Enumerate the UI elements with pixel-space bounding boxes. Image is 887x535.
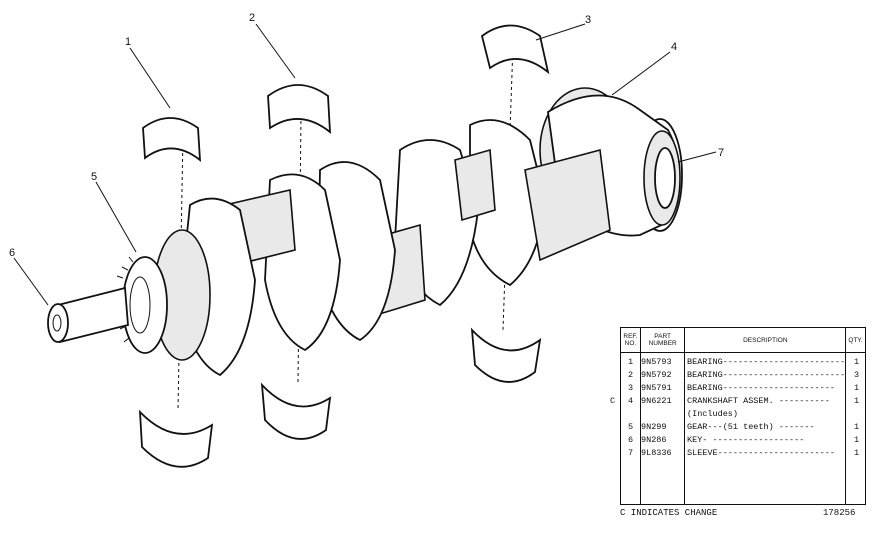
table-row: 7 9L8336 SLEEVE----------------------- 1	[621, 447, 865, 459]
callout-7: 7	[718, 147, 724, 159]
row-ref: 7	[627, 448, 634, 458]
bearing-1-upper	[142, 117, 202, 162]
row-part-number: 9N299	[641, 422, 667, 432]
callout-1: 1	[125, 36, 131, 48]
parts-list-table: REF. NO. PART NUMBER DESCRIPTION QTY. 1 …	[610, 327, 866, 505]
row-qty: 1	[853, 435, 860, 445]
row-ref: 4	[627, 396, 634, 406]
change-legend: C INDICATES CHANGE	[620, 508, 718, 518]
row-description: BEARING----------------------	[687, 383, 835, 393]
callout-2: 2	[249, 12, 255, 24]
row-qty: 1	[853, 448, 860, 458]
table-row: (Includes)	[621, 408, 865, 420]
bearing-2-upper	[267, 84, 332, 134]
leader-lines	[13, 23, 717, 306]
callout-6: 6	[9, 247, 15, 259]
table-row: C 4 9N6221 CRANKSHAFT ASSEM. ---------- …	[610, 395, 865, 407]
callout-labels: 1 2 3 4 5 6 7	[9, 12, 724, 259]
row-ref: 6	[627, 435, 634, 445]
callout-4: 4	[671, 41, 677, 53]
row-part-number: 9L8336	[641, 448, 672, 458]
row-part-number: 9N5791	[641, 383, 672, 393]
bearing-3-lower	[470, 327, 542, 383]
row-description: BEARING------------------------	[687, 370, 846, 380]
table-body: 1 9N5793 BEARING------------------------…	[610, 352, 865, 504]
row-ref: 3	[627, 383, 634, 393]
table-row: 2 9N5792 BEARING------------------------…	[621, 369, 865, 381]
row-qty: 1	[853, 383, 860, 393]
row-description: CRANKSHAFT ASSEM. ----------	[687, 396, 830, 406]
row-description: SLEEVE-----------------------	[687, 448, 835, 458]
row-ref: 2	[627, 370, 634, 380]
callout-5: 5	[91, 171, 97, 183]
header-qty: QTY.	[848, 336, 863, 344]
row-part-number: 9N6221	[641, 396, 672, 406]
key-and-stub-shaft	[47, 286, 129, 344]
row-description: (Includes)	[687, 409, 739, 419]
table-row: 6 9N286 KEY- ------------------ 1	[621, 434, 865, 446]
row-part-number: 9N5793	[641, 357, 672, 367]
row-qty: 1	[853, 396, 860, 406]
row-description: KEY- ------------------	[687, 435, 805, 445]
crankshaft	[47, 87, 683, 377]
table-header: REF. NO. PART NUMBER DESCRIPTION QTY.	[621, 328, 865, 353]
row-description: BEARING------------------------	[687, 357, 846, 367]
row-part-number: 9N5792	[641, 370, 672, 380]
drawing-number: 178256	[823, 508, 856, 518]
row-qty: 1	[853, 357, 860, 367]
row-qty: 1	[853, 422, 860, 432]
table-row: 3 9N5791 BEARING---------------------- 1	[621, 382, 865, 394]
row-qty: 3	[853, 370, 860, 380]
row-ref: 5	[627, 422, 634, 432]
header-ref-no: REF. NO.	[621, 328, 641, 352]
row-part-number: 9N286	[641, 435, 667, 445]
row-ref: 1	[627, 357, 634, 367]
header-part-number: PART NUMBER	[641, 328, 686, 352]
bearing-3-upper	[480, 24, 550, 75]
table-row: 5 9N299 GEAR---(51 teeth) ------- 1	[621, 421, 865, 433]
bearing-2-lower	[260, 382, 332, 440]
bearing-1-lower	[138, 409, 214, 468]
row-description: GEAR---(51 teeth) -------	[687, 422, 815, 432]
change-marker: C	[610, 396, 616, 406]
table-row: 1 9N5793 BEARING------------------------…	[621, 356, 865, 368]
header-description: DESCRIPTION	[685, 328, 847, 352]
callout-3: 3	[585, 14, 591, 26]
